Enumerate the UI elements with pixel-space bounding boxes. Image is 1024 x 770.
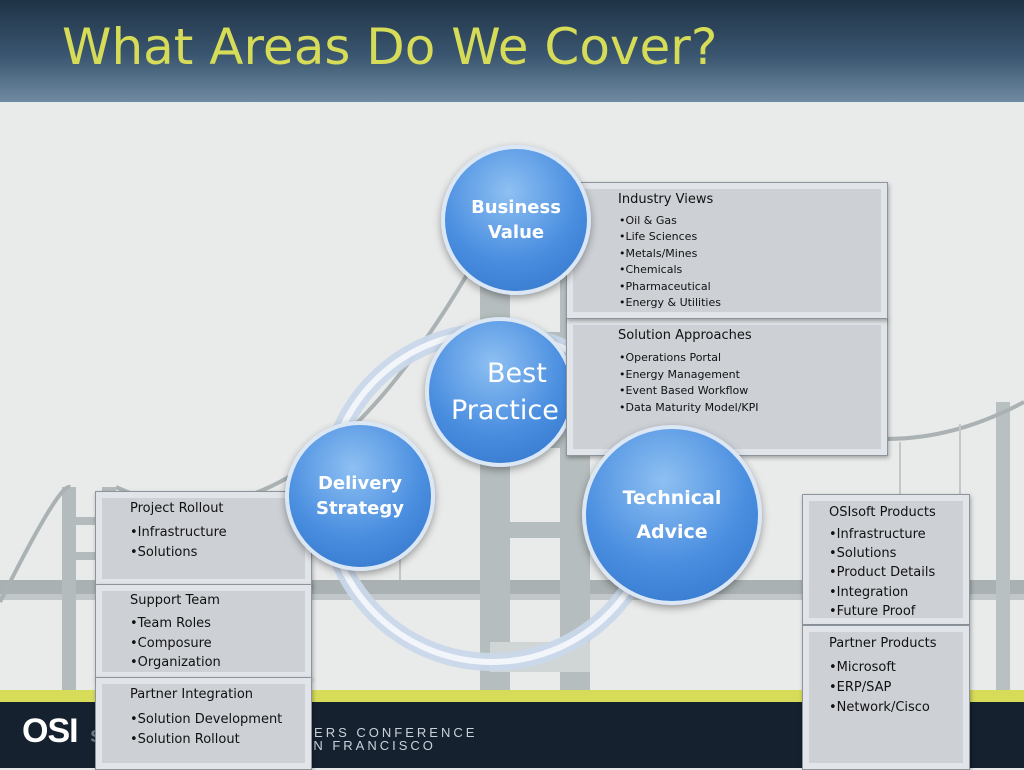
slide-title: What Areas Do We Cover? [62,18,718,76]
list-item: •Operations Portal [619,351,722,364]
osisoft-products-list: •Infrastructure •Solutions •Product Deta… [829,525,935,621]
list-item: •Composure [130,635,212,651]
list-item: •Product Details [829,565,936,581]
business-value-line-2: Value [487,222,545,243]
list-item: •Energy Management [619,367,740,381]
list-item: •Solution Rollout [130,731,240,747]
industry-views-box: Industry Views •Oil & Gas •Life Sciences… [566,182,888,319]
support-team-box: Support Team •Team Roles •Composure •Org… [95,584,312,679]
list-item: •Solutions [130,544,198,560]
industry-views-list: •Oil & Gas •Life Sciences •Metals/Mines … [619,213,721,311]
partner-integration-heading: Partner Integration [130,687,254,702]
best-practice-line-2: Practice [451,395,559,426]
project-rollout-heading: Project Rollout [130,501,224,516]
list-item: •Integration [829,584,909,600]
list-item: •Organization [130,655,221,670]
list-item: •Energy & Utilities [619,296,721,310]
list-item: •Metals/Mines [619,246,698,260]
partner-integration-box: Partner Integration •Solution Developmen… [95,677,312,770]
solution-approaches-list: •Operations Portal •Energy Management •E… [619,350,759,416]
list-item: •Future Proof [829,603,916,619]
delivery-strategy-line-1: Delivery [317,473,403,494]
osisoft-products-heading: OSIsoft Products [829,505,936,520]
partner-integration-list: •Solution Development •Solution Rollout [130,710,282,749]
list-item: •Oil & Gas [619,214,677,227]
support-team-list: •Team Roles •Composure •Organization [130,614,221,673]
conference-title: USERS CONFERENCE SAN FRANCISCO [290,726,477,752]
conference-line-2: SAN FRANCISCO [290,738,436,753]
list-item: •Team Roles [130,616,211,631]
support-team-heading: Support Team [130,593,220,608]
list-item: •ERP/SAP [829,680,892,695]
list-item: •Solutions [829,546,897,562]
list-item: •Network/Cisco [829,700,930,715]
delivery-strategy-line-2: Strategy [315,498,405,519]
osisoft-products-box: OSIsoft Products •Infrastructure •Soluti… [802,494,970,625]
best-practice-line-1: Best [487,358,547,389]
list-item: •Solution Development [130,712,283,727]
delivery-strategy-circle: Delivery Strategy [285,421,435,571]
project-rollout-list: •Infrastructure •Solutions [130,523,227,562]
list-item: •Microsoft [829,660,896,675]
list-item: •Event Based Workflow [619,384,749,397]
business-value-circle: Business Value [441,145,591,295]
technical-advice-circle: Technical Advice [582,425,762,605]
slide-header [0,0,1024,102]
list-item: •Pharmaceutical [619,279,711,293]
list-item: •Life Sciences [619,230,698,244]
osisoft-logo: OSI [22,712,79,750]
business-value-line-1: Business [471,197,561,218]
solution-approaches-box: Solution Approaches •Operations Portal •… [566,318,888,456]
partner-products-list: •Microsoft •ERP/SAP •Network/Cisco [829,658,930,718]
best-practice-circle: Best Practice [425,317,575,467]
list-item: •Data Maturity Model/KPI [619,400,759,414]
solution-approaches-heading: Solution Approaches [618,328,752,343]
project-rollout-box: Project Rollout •Infrastructure •Solutio… [95,491,312,586]
industry-views-heading: Industry Views [618,192,714,207]
conference-line-1: USERS CONFERENCE [290,725,478,740]
partner-products-box: Partner Products •Microsoft •ERP/SAP •Ne… [802,625,970,770]
list-item: •Chemicals [619,263,683,277]
list-item: •Infrastructure [829,527,926,542]
technical-advice-line-2: Advice [636,521,708,543]
partner-products-heading: Partner Products [829,636,937,651]
list-item: •Infrastructure [130,525,227,540]
technical-advice-line-1: Technical [622,487,722,509]
